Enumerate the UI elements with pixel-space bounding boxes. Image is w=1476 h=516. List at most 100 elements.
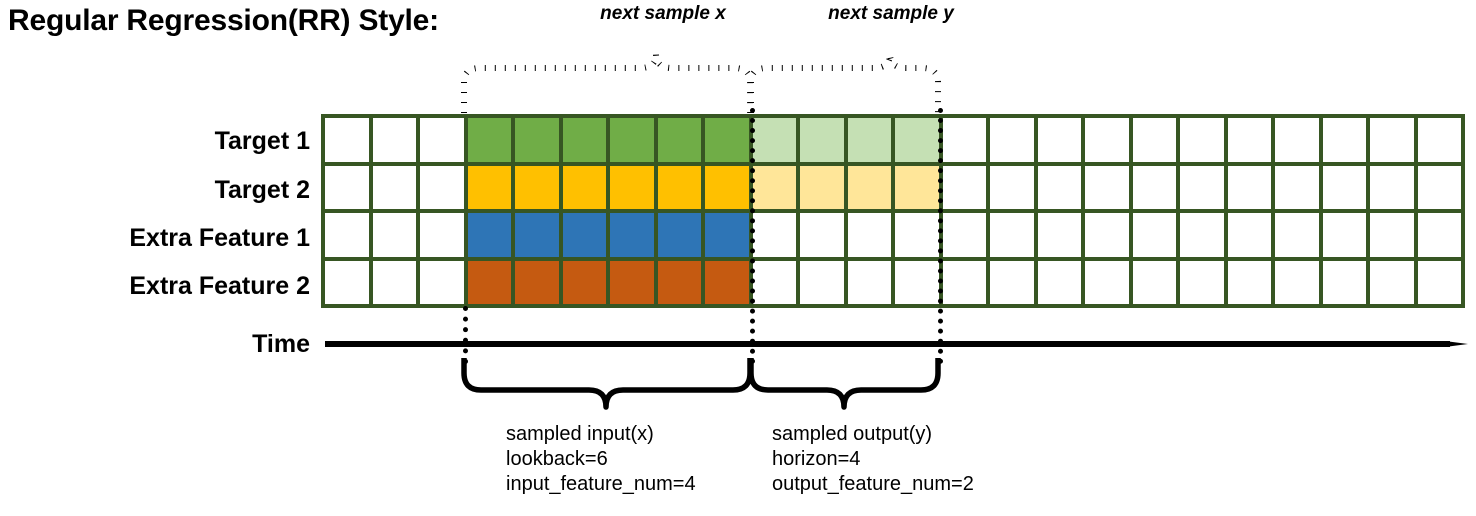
- timestep-cell: [610, 260, 654, 304]
- timestep-grid: [321, 114, 1465, 308]
- timestep-cell: [420, 118, 464, 162]
- timestep-cell: [1180, 165, 1224, 209]
- timestep-cell: [562, 260, 606, 304]
- timestep-cell: [1132, 118, 1176, 162]
- timestep-cell: [705, 213, 749, 257]
- row-label-extra-feature-1: Extra Feature 1: [129, 224, 310, 252]
- timestep-cell: [657, 213, 701, 257]
- timestep-cell: [942, 118, 986, 162]
- timestep-cell: [800, 165, 844, 209]
- timestep-cell: [847, 260, 891, 304]
- timestep-cell: [752, 118, 796, 162]
- timestep-cell: [1275, 118, 1319, 162]
- timestep-cell: [1370, 118, 1414, 162]
- timestep-cell: [467, 165, 511, 209]
- timestep-cell: [325, 165, 369, 209]
- timestep-cell: [562, 118, 606, 162]
- top-brace-group: [461, 51, 941, 113]
- timestep-cell: [990, 165, 1034, 209]
- timestep-cell: [1417, 213, 1461, 257]
- timestep-cell: [515, 165, 559, 209]
- dotted-brace-next-sample-x: [461, 51, 753, 113]
- timestep-cell: [1085, 165, 1129, 209]
- row-label-target-2: Target 2: [214, 176, 310, 204]
- timestep-cell: [325, 213, 369, 257]
- timestep-cell: [1275, 165, 1319, 209]
- timestep-cell: [467, 260, 511, 304]
- timestep-cell: [705, 118, 749, 162]
- timestep-cell: [990, 118, 1034, 162]
- timestep-cell: [1370, 213, 1414, 257]
- timestep-cell: [942, 165, 986, 209]
- timestep-cell: [1180, 213, 1224, 257]
- timestep-cell: [800, 118, 844, 162]
- timestep-cell: [1037, 213, 1081, 257]
- row-label-extra-feature-2: Extra Feature 2: [129, 272, 310, 300]
- timestep-cell: [895, 118, 939, 162]
- timestep-cell: [1322, 118, 1366, 162]
- timestep-cell: [752, 213, 796, 257]
- timestep-cell: [847, 213, 891, 257]
- timestep-row: [325, 165, 1461, 209]
- timestep-cell: [1085, 118, 1129, 162]
- timestep-cell: [800, 260, 844, 304]
- timestep-cell: [990, 213, 1034, 257]
- timestep-cell: [372, 260, 416, 304]
- dotted-brace-next-sample-y: [748, 51, 941, 113]
- timestep-cell: [1227, 213, 1271, 257]
- timestep-cell: [1227, 118, 1271, 162]
- timestep-cell: [847, 165, 891, 209]
- timestep-row: [325, 260, 1461, 304]
- timestep-cell: [1417, 260, 1461, 304]
- timestep-cell: [562, 213, 606, 257]
- timestep-cell: [847, 118, 891, 162]
- timestep-cell: [705, 260, 749, 304]
- timestep-cell: [372, 165, 416, 209]
- timestep-cell: [610, 213, 654, 257]
- timestep-cell: [420, 260, 464, 304]
- brace-sampled-output: [748, 358, 941, 410]
- timestep-cell: [990, 260, 1034, 304]
- guide-line-input-end: [750, 108, 755, 364]
- timestep-row: [325, 213, 1461, 257]
- timestep-cell: [1037, 165, 1081, 209]
- timestep-cell: [1227, 260, 1271, 304]
- time-axis-arrow: [325, 341, 1468, 347]
- guide-line-input-start: [463, 306, 468, 364]
- timestep-cell: [1370, 260, 1414, 304]
- brace-sampled-input: [461, 358, 753, 410]
- caption-sampled-output: sampled output(y) horizon=4 output_featu…: [772, 423, 974, 495]
- guide-line-output-end: [938, 108, 943, 364]
- timestep-cell: [1132, 213, 1176, 257]
- timestep-cell: [325, 260, 369, 304]
- timestep-cell: [1132, 165, 1176, 209]
- timestep-cell: [1322, 213, 1366, 257]
- timestep-cell: [1132, 260, 1176, 304]
- timestep-cell: [657, 165, 701, 209]
- timestep-cell: [1180, 260, 1224, 304]
- annotation-next-sample-y: next sample y: [828, 3, 954, 24]
- timestep-cell: [1417, 118, 1461, 162]
- timestep-row: [325, 118, 1461, 162]
- row-label-target-1: Target 1: [214, 127, 310, 155]
- timestep-cell: [1322, 165, 1366, 209]
- timestep-cell: [1275, 213, 1319, 257]
- timestep-cell: [752, 165, 796, 209]
- timestep-cell: [1322, 260, 1366, 304]
- timestep-cell: [1037, 260, 1081, 304]
- bottom-brace-group: [461, 358, 941, 410]
- timestep-cell: [515, 213, 559, 257]
- timestep-cell: [1085, 213, 1129, 257]
- timestep-cell: [515, 260, 559, 304]
- timestep-cell: [1180, 118, 1224, 162]
- timestep-cell: [1370, 165, 1414, 209]
- timestep-cell: [372, 118, 416, 162]
- caption-sampled-input: sampled input(x) lookback=6 input_featur…: [506, 423, 696, 495]
- timestep-cell: [1275, 260, 1319, 304]
- timestep-cell: [372, 213, 416, 257]
- timestep-cell: [942, 260, 986, 304]
- timestep-cell: [1085, 260, 1129, 304]
- timestep-cell: [467, 213, 511, 257]
- timestep-cell: [467, 118, 511, 162]
